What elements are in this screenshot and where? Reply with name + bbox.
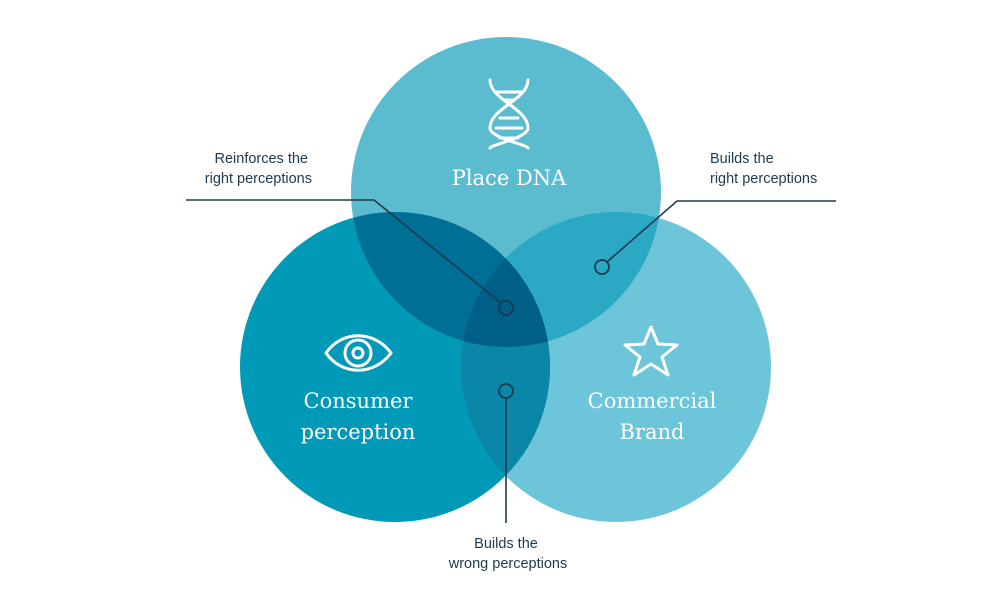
consumer-label-line2: perception xyxy=(301,420,416,444)
reinforces-leader-line xyxy=(186,199,502,304)
builds-right-text-line2: right perceptions xyxy=(710,171,817,187)
overlap-place-consumer xyxy=(351,212,550,347)
builds-wrong-text-line1: Builds the xyxy=(474,536,538,552)
builds-wrong-text-line2: wrong perceptions xyxy=(448,556,568,572)
commercial-label-line2: Brand xyxy=(620,420,685,444)
star-icon xyxy=(623,325,679,377)
builds-right-text-line1: Builds the xyxy=(710,151,774,167)
builds-wrong-marker xyxy=(498,383,514,399)
place-dna-label: Place DNA xyxy=(452,166,567,190)
builds-right-leader-line xyxy=(606,200,836,263)
consumer-label-line1: Consumer xyxy=(304,389,414,413)
reinforces-text-line2: right perceptions xyxy=(205,171,312,187)
eye-icon xyxy=(324,334,393,372)
builds-right-marker xyxy=(594,259,610,275)
reinforces-marker xyxy=(498,300,514,316)
dna-icon xyxy=(488,78,530,150)
overlap-place-commercial xyxy=(461,212,661,347)
reinforces-text-line1: Reinforces the xyxy=(215,151,309,167)
commercial-label-line1: Commercial xyxy=(588,389,717,413)
